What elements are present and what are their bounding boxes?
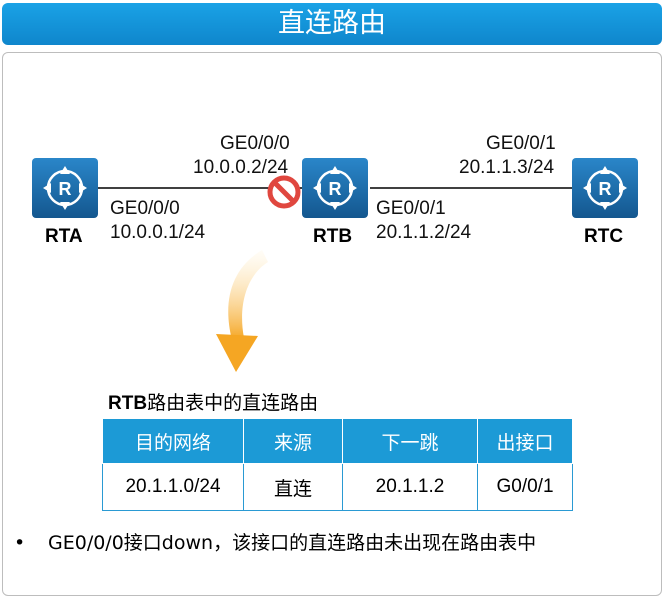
router-rtb-icon[interactable]: R (302, 158, 368, 218)
header-next-hop: 下一跳 (342, 419, 478, 464)
note-text: GE0/0/0接口down，该接口的直连路由未出现在路由表中 (48, 532, 537, 554)
routing-table-header-row: 目的网络 来源 下一跳 出接口 (102, 419, 573, 464)
header-out-interface: 出接口 (477, 419, 573, 464)
rtc-interface-label: GE0/0/1 (486, 133, 556, 154)
cell-source: 直连 (243, 463, 343, 511)
rtc-ip-label: 20.1.1.3/24 (459, 157, 555, 178)
routing-table-caption: RTB路由表中的直连路由 (108, 388, 318, 415)
rtb-left-ip-label: 10.0.0.2/24 (193, 157, 289, 178)
rta-ip-label: 10.0.0.1/24 (110, 222, 206, 243)
cell-next-hop: 20.1.1.2 (342, 463, 478, 511)
interface-down-icon (267, 175, 301, 209)
svg-text:R: R (599, 179, 612, 199)
page-title: 直连路由 (2, 3, 662, 45)
rtb-left-interface-label: GE0/0/0 (220, 133, 290, 154)
header-source: 来源 (243, 419, 343, 464)
rtb-right-ip-label: 20.1.1.2/24 (376, 222, 472, 243)
router-rtc-icon[interactable]: R (572, 158, 638, 218)
bullet-dot-icon: • (14, 532, 26, 554)
curved-arrow-icon (216, 250, 268, 372)
svg-text:R: R (59, 179, 72, 199)
node-label-rtb: RTB (313, 226, 353, 247)
node-label-rtc: RTC (584, 226, 624, 247)
header-destination: 目的网络 (102, 419, 244, 464)
cell-out-interface: G0/0/1 (477, 463, 573, 511)
routing-table: 目的网络 来源 下一跳 出接口 20.1.1.0/24 直连 20.1.1.2 … (102, 419, 573, 511)
note-bullet: • GE0/0/0接口down，该接口的直连路由未出现在路由表中 (14, 528, 536, 555)
svg-text:R: R (329, 179, 342, 199)
rtb-right-interface-label: GE0/0/1 (376, 198, 446, 219)
cell-destination: 20.1.1.0/24 (102, 463, 244, 511)
node-label-rta: RTA (45, 226, 83, 247)
rta-interface-label: GE0/0/0 (110, 198, 180, 219)
routing-table-caption-text: 路由表中的直连路由 (147, 392, 319, 414)
table-row: 20.1.1.0/24 直连 20.1.1.2 G0/0/1 (102, 463, 573, 511)
router-rta-icon[interactable]: R (32, 158, 98, 218)
routing-table-caption-router: RTB (108, 393, 148, 414)
